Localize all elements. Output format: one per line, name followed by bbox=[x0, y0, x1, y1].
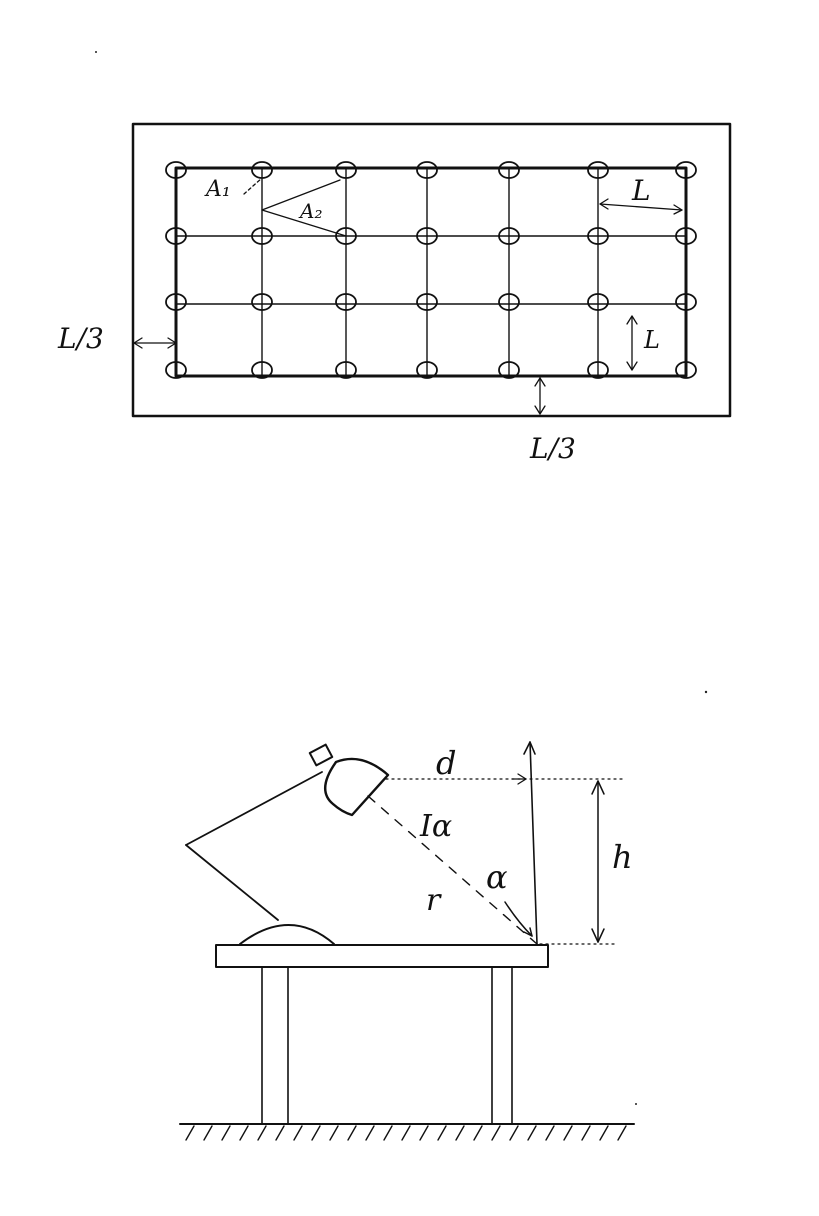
table bbox=[215, 944, 549, 1125]
grid-outer-frame bbox=[174, 166, 688, 378]
floor-hatch-mark bbox=[365, 1125, 375, 1141]
floor-hatch-mark bbox=[437, 1125, 447, 1141]
floor-hatch-mark bbox=[311, 1125, 321, 1141]
lamp-upper-arm bbox=[185, 771, 323, 846]
floor-hatch-mark bbox=[545, 1125, 555, 1141]
floor-hatch-mark bbox=[491, 1125, 501, 1141]
wall-offset-left: L/3 bbox=[57, 322, 177, 355]
luminaire-point bbox=[416, 361, 438, 379]
luminaire-point bbox=[165, 161, 187, 179]
luminaire-point bbox=[587, 161, 609, 179]
luminaire-point bbox=[251, 361, 273, 379]
floor-hatch-mark bbox=[599, 1125, 609, 1141]
floor-hatch-mark bbox=[239, 1125, 249, 1141]
floor-hatch-mark bbox=[347, 1125, 357, 1141]
floor-hatch-mark bbox=[185, 1125, 195, 1141]
label-d: d bbox=[436, 744, 456, 782]
luminaire-point bbox=[416, 293, 438, 311]
luminaire-point bbox=[335, 161, 357, 179]
floor-hatch-mark bbox=[275, 1125, 285, 1141]
floor-hatch-mark bbox=[293, 1125, 303, 1141]
label-l-right: L bbox=[643, 326, 660, 354]
luminaire-point bbox=[165, 293, 187, 311]
floor-hatch-mark bbox=[401, 1125, 411, 1141]
table-leg-right bbox=[491, 966, 513, 1125]
floor-hatch-mark bbox=[527, 1125, 537, 1141]
luminaire-point bbox=[251, 293, 273, 311]
luminaire-point bbox=[587, 227, 609, 245]
floor-hatch-mark bbox=[455, 1125, 465, 1141]
lighting-grid-diagram: A₁ A₂ L L L/3 L/3 bbox=[57, 122, 732, 465]
luminaire-point bbox=[335, 361, 357, 379]
label-l-top: L bbox=[631, 174, 651, 207]
label-a2: A₂ bbox=[298, 199, 322, 223]
lamp-switch bbox=[308, 743, 334, 767]
scan-specks bbox=[95, 51, 708, 1105]
luminaire-point bbox=[416, 161, 438, 179]
luminaire-point bbox=[335, 293, 357, 311]
desk-lamp bbox=[185, 743, 390, 945]
floor-hatch-mark bbox=[329, 1125, 339, 1141]
table-leg-left bbox=[261, 966, 289, 1125]
floor-hatch-mark bbox=[563, 1125, 573, 1141]
floor-hatch-mark bbox=[419, 1125, 429, 1141]
luminaire-point bbox=[165, 361, 187, 379]
luminaire-point bbox=[675, 293, 697, 311]
table-top bbox=[215, 944, 549, 968]
label-alpha: α bbox=[486, 858, 508, 896]
label-i-alpha: Iα bbox=[419, 809, 452, 844]
lamp-lower-arm bbox=[185, 844, 279, 921]
luminaire-point bbox=[498, 361, 520, 379]
luminaire-point bbox=[335, 227, 357, 245]
floor-hatch-mark bbox=[383, 1125, 393, 1141]
floor-hatch-mark bbox=[509, 1125, 519, 1141]
luminaire-points bbox=[165, 161, 697, 379]
geometry-lines bbox=[367, 741, 625, 945]
luminaire-point bbox=[675, 361, 697, 379]
angle-arc bbox=[504, 901, 533, 937]
floor-hatch-mark bbox=[473, 1125, 483, 1141]
label-l3-bottom: L/3 bbox=[529, 432, 576, 465]
label-l3-left: L/3 bbox=[57, 322, 104, 355]
lamp-base bbox=[239, 924, 335, 945]
luminaire-point bbox=[587, 293, 609, 311]
spacing-dimension-top: L bbox=[599, 174, 683, 215]
vertical-normal bbox=[529, 741, 538, 945]
lamp-shade bbox=[324, 757, 390, 817]
light-ray-r bbox=[367, 795, 538, 945]
grid-lines bbox=[175, 167, 687, 377]
luminaire-point bbox=[498, 293, 520, 311]
luminaire-point bbox=[251, 227, 273, 245]
luminaire-point bbox=[498, 161, 520, 179]
label-h: h bbox=[612, 838, 633, 876]
floor-hatch-mark bbox=[257, 1125, 267, 1141]
luminaire-point bbox=[498, 227, 520, 245]
wall-offset-bottom: L/3 bbox=[529, 377, 576, 465]
floor-hatch-mark bbox=[581, 1125, 591, 1141]
spacing-dimension-right: L bbox=[626, 315, 660, 371]
label-r: r bbox=[426, 883, 442, 918]
floor-hatch-mark bbox=[221, 1125, 231, 1141]
luminaire-point bbox=[416, 227, 438, 245]
desk-lamp-diagram: d h Iα r α bbox=[179, 741, 635, 1141]
area-markers: A₁ A₂ bbox=[204, 177, 347, 237]
luminaire-point bbox=[675, 227, 697, 245]
floor bbox=[179, 1123, 635, 1141]
room-outline bbox=[131, 122, 732, 418]
floor-hatch-mark bbox=[203, 1125, 213, 1141]
floor-hatch-mark bbox=[617, 1125, 627, 1141]
label-a1: A₁ bbox=[204, 177, 231, 202]
luminaire-point bbox=[165, 227, 187, 245]
luminaire-point bbox=[587, 361, 609, 379]
luminaire-point bbox=[675, 161, 697, 179]
